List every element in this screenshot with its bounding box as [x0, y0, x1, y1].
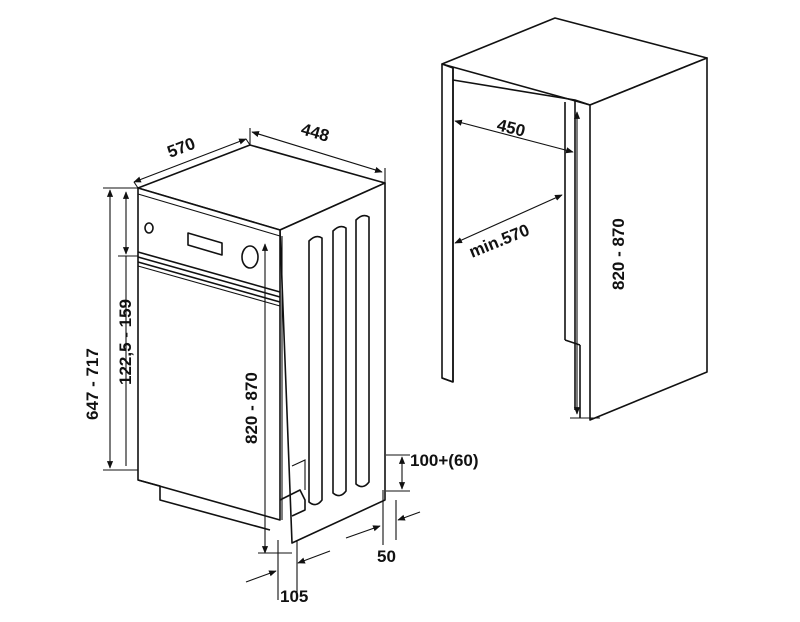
plinth-front — [137, 479, 271, 531]
cabinet-inner-bottom — [564, 339, 581, 346]
dim-448-label: 448 — [299, 120, 332, 146]
dim-450-group: 450 — [454, 115, 574, 154]
dishwasher-front-panel — [137, 187, 281, 521]
power-button-icon — [144, 222, 154, 234]
dim-820-870-dishwasher-label: 820 - 870 — [242, 372, 261, 444]
dim-105-group: 105 — [245, 540, 331, 606]
groove-line-3 — [137, 261, 281, 303]
foot-notch — [291, 459, 306, 490]
dim-50-label: 50 — [377, 547, 396, 566]
display-window — [187, 232, 223, 256]
dim-100-60-label: 100+(60) — [410, 451, 479, 470]
side-rib-2 — [332, 225, 347, 497]
cabinet-left-bottom — [441, 377, 454, 383]
dim-body-height-group: 820 - 870 — [242, 243, 292, 554]
dim-122-159-label: 122,5 - 159 — [116, 299, 135, 385]
dim-niche-height-group: 820 - 870 — [570, 111, 628, 419]
dim-panel-group: 122,5 - 159 — [116, 191, 138, 466]
cabinet-inner-top — [452, 68, 591, 106]
control-knob-icon — [241, 245, 259, 269]
dim-450-label: 450 — [495, 115, 527, 140]
cabinet-left-side — [441, 63, 454, 383]
dim-820-870-niche-label: 820 - 870 — [609, 218, 628, 290]
groove-line-1 — [137, 251, 281, 293]
dim-105-label: 105 — [280, 587, 308, 606]
dim-min570-group: min.570 — [454, 194, 563, 262]
dim-plinth-group: 100+(60) — [386, 451, 479, 492]
dishwasher — [137, 144, 386, 544]
groove-line-4 — [137, 265, 281, 307]
dim-50-group: 50 — [345, 490, 421, 566]
dim-height-group: 647 - 717 — [83, 187, 138, 471]
dim-647-717-label: 647 - 717 — [83, 348, 102, 420]
front-top-edge — [137, 193, 281, 237]
side-rib-3 — [355, 214, 370, 488]
groove-line-2 — [137, 256, 281, 298]
dim-min570-label: min.570 — [466, 220, 532, 261]
cabinet-niche — [441, 17, 708, 421]
side-rib-1 — [308, 235, 323, 506]
foot-detail — [279, 489, 306, 517]
dim-570-label: 570 — [165, 134, 198, 162]
cabinet-right-side — [589, 57, 708, 421]
